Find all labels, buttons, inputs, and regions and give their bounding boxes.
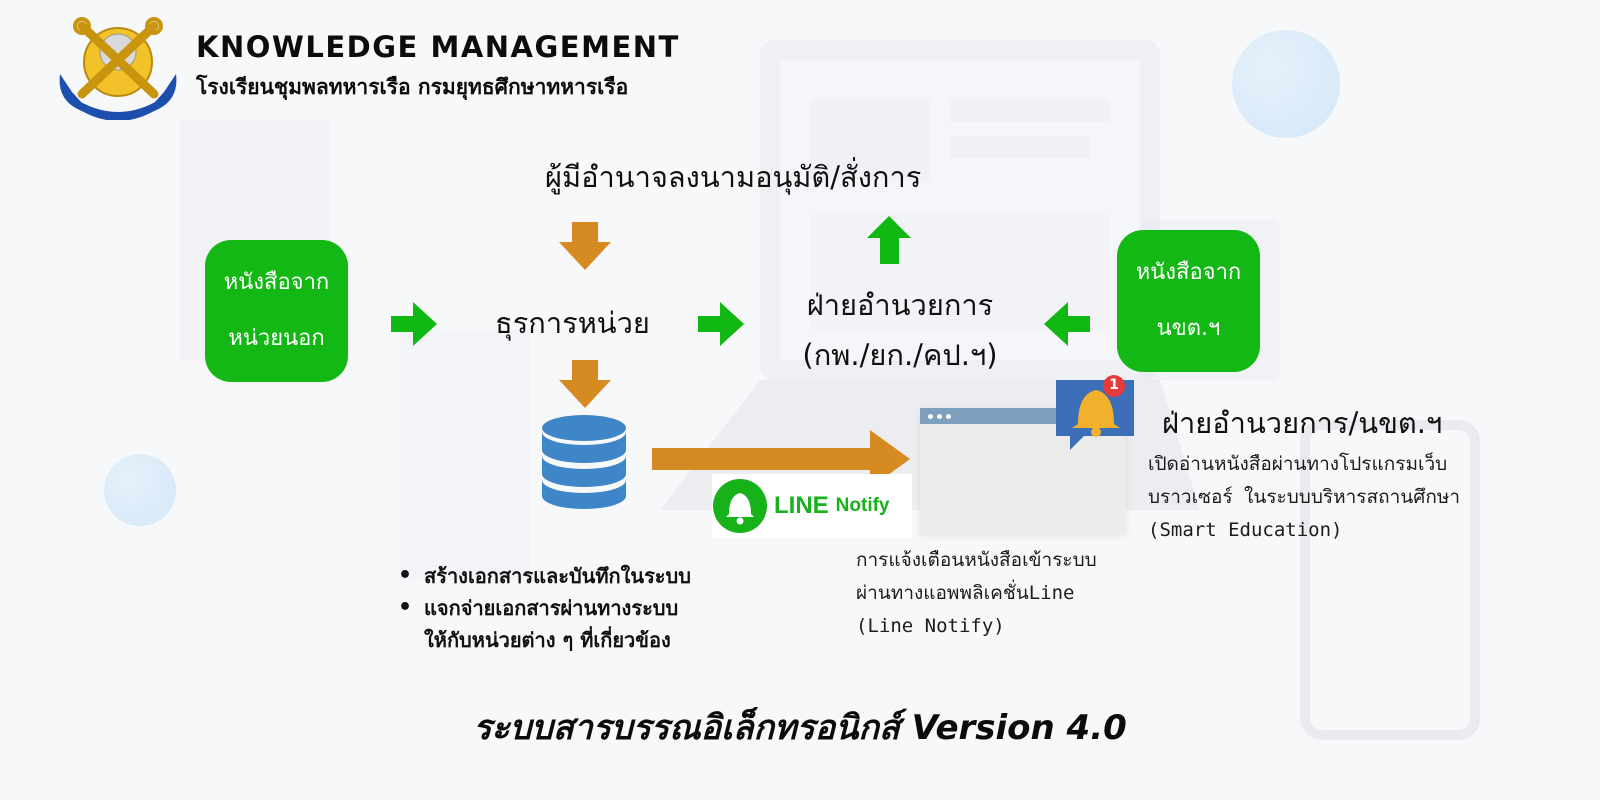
notify-label: Notify: [835, 495, 890, 516]
arrow-left-icon: [1044, 302, 1090, 346]
browser-note: เปิดอ่านหนังสือผ่านทางโปรแกรมเว็บ บราวเซ…: [1148, 448, 1460, 547]
browser-note-line: เปิดอ่านหนังสือผ่านทางโปรแกรมเว็บ: [1148, 453, 1448, 475]
line-note-line: (Line Notify): [856, 615, 1005, 637]
arrow-up-icon: [867, 216, 911, 264]
admin-hq-label: ฝ่ายอำนวยการ/นขต.ฯ: [1162, 406, 1443, 440]
arrow-down-icon: [559, 360, 611, 408]
notification-badge-count: 1: [1109, 377, 1119, 393]
line-bell-icon: [713, 479, 767, 533]
notification-bell-icon: [1056, 375, 1134, 450]
list-item-text: ให้กับหน่วยต่าง ๆ ที่เกี่ยวข้อง: [424, 628, 671, 652]
line-note: การแจ้งเตือนหนังสือเข้าระบบ ผ่านทางแอพพล…: [856, 544, 1097, 643]
admin-label-line: (กพ./ยก./คป.ฯ): [802, 338, 998, 372]
arrow-right-icon: [391, 302, 437, 346]
header-subtitle: โรงเรียนชุมพลทหารเรือ กรมยุทธศึกษาทหารเร…: [196, 75, 629, 99]
clerk-label: ธุรการหน่วย: [495, 306, 650, 340]
arrow-right-icon: [698, 302, 744, 346]
navy-school-logo: [59, 17, 177, 120]
line-note-line: ผ่านทางแอพพลิเคชั่นLine: [856, 582, 1075, 604]
bullet-icon: •: [398, 563, 413, 588]
list-item-text: สร้างเอกสารและบันทึกในระบบ: [424, 564, 691, 588]
list-item: • แจกจ่ายเอกสารผ่านทางระบบ: [398, 592, 691, 624]
header-title: KNOWLEDGE MANAGEMENT: [196, 30, 680, 64]
approver-label: ผู้มีอำนาจลงนามอนุมัติ/สั่งการ: [545, 160, 922, 194]
browser-dot: [937, 413, 942, 419]
browser-note-line: (Smart Education): [1148, 519, 1343, 541]
decorative-circle: [104, 454, 176, 526]
admin-label: ฝ่ายอำนวยการ (กพ./ยก./คป.ฯ): [790, 280, 1010, 380]
admin-label-line: ฝ่ายอำนวยการ: [806, 288, 994, 322]
line-label: LINE: [774, 492, 829, 519]
external-document-line: หน่วยนอก: [228, 326, 325, 351]
line-note-line: การแจ้งเตือนหนังสือเข้าระบบ: [856, 549, 1097, 571]
browser-dot: [928, 413, 933, 419]
phone-illustration: [1300, 420, 1480, 740]
external-document-line: หนังสือจาก: [223, 270, 330, 295]
list-item: • สร้างเอกสารและบันทึกในระบบ: [398, 560, 691, 592]
hq-document-line: นขต.ฯ: [1156, 316, 1221, 341]
decorative-panel: [400, 330, 530, 580]
arrow-right-icon: [652, 430, 910, 488]
line-notify-badge: LINE Notify: [712, 474, 912, 538]
external-document-box: หนังสือจาก หน่วยนอก: [205, 240, 348, 382]
bullet-icon: •: [398, 595, 413, 620]
database-icon: [542, 415, 626, 509]
list-item-text: แจกจ่ายเอกสารผ่านทางระบบ: [424, 596, 679, 620]
clerk-task-list: • สร้างเอกสารและบันทึกในระบบ • แจกจ่ายเอ…: [398, 560, 691, 656]
footer-title: ระบบสารบรรณอิเล็กทรอนิกส์ Version 4.0: [473, 708, 1127, 748]
browser-dot: [946, 413, 951, 419]
browser-note-line: บราวเซอร์ ในระบบบริหารสถานศึกษา: [1148, 486, 1461, 508]
decorative-circle: [1232, 30, 1340, 138]
hq-document-line: หนังสือจาก: [1135, 260, 1242, 285]
hq-document-box: หนังสือจาก นขต.ฯ: [1117, 230, 1260, 372]
arrow-down-icon: [559, 222, 611, 270]
list-item: ให้กับหน่วยต่าง ๆ ที่เกี่ยวข้อง: [398, 624, 691, 656]
